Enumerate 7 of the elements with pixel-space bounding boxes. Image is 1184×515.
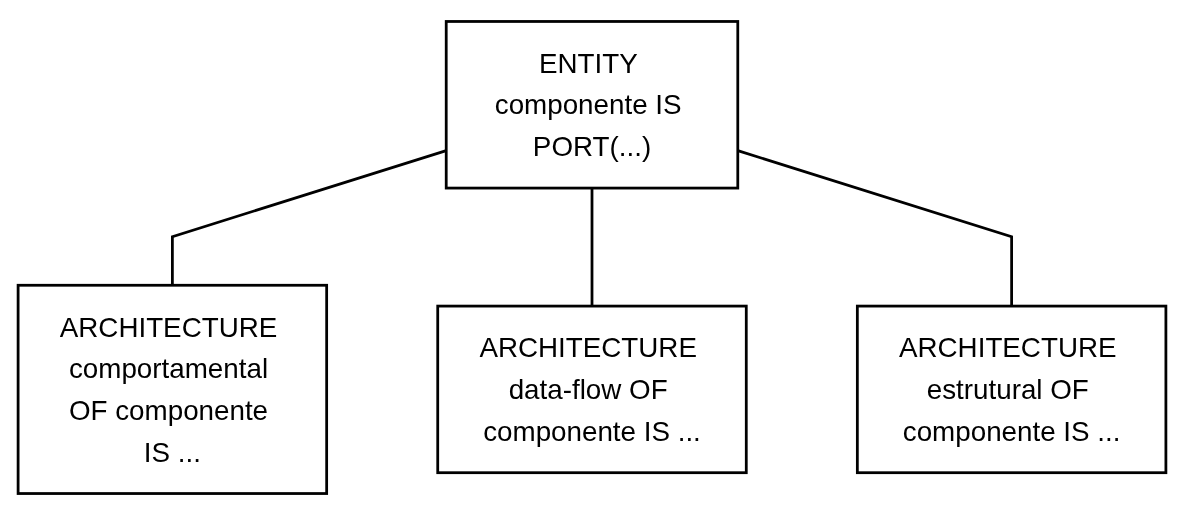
connector	[590, 188, 594, 307]
connector	[171, 149, 447, 286]
node-box: ARCHITECTURE estrutural OF componente IS ...	[855, 304, 1168, 475]
node-box: ARCHITECTURE data-flow OF componente IS ...	[436, 304, 748, 475]
node-box: ARCHITECTURE comportamental OF componente IS ...	[16, 283, 329, 495]
connector	[737, 149, 1013, 307]
node-box: ENTITY componente IS PORT(...)	[444, 20, 740, 190]
